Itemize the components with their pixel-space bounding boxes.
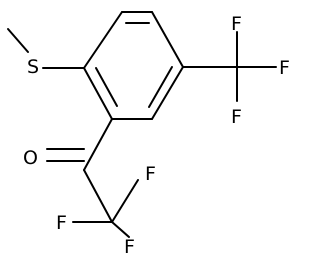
bond-ring-carbonyl bbox=[83, 118, 113, 171]
atom-label-fluorine: F bbox=[231, 13, 242, 35]
bond-ring-3 bbox=[151, 11, 184, 68]
bond-cof3-f-bottom bbox=[111, 221, 130, 238]
atom-label-oxygen: O bbox=[23, 147, 38, 169]
bond-ring-1 bbox=[83, 11, 123, 69]
bond-ring-4 bbox=[151, 66, 184, 120]
bond-ring-inner-1 bbox=[95, 67, 118, 107]
atom-label-fluorine: F bbox=[231, 106, 242, 128]
bond-carbonyl-cf3 bbox=[83, 169, 113, 223]
molecule-structure: S O F F F F F F bbox=[7, 11, 290, 258]
atom-label-fluorine: F bbox=[124, 236, 135, 258]
atom-label-sulfur: S bbox=[27, 56, 39, 78]
bond-cof3-f-top bbox=[111, 179, 139, 223]
bond-methyl-s bbox=[7, 28, 29, 53]
atom-label-fluorine: F bbox=[56, 212, 67, 234]
bond-ring-inner-3 bbox=[148, 66, 173, 108]
atom-label-fluorine: F bbox=[279, 57, 290, 79]
atom-label-fluorine: F bbox=[145, 163, 156, 185]
bond-ring-6 bbox=[83, 67, 113, 120]
